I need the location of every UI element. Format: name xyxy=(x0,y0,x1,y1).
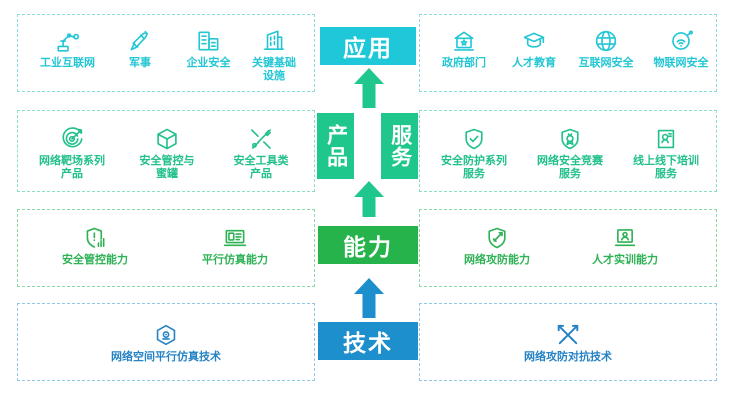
cell-label: 企业安全 xyxy=(186,57,231,69)
cell-capability-0[interactable]: 安全管控能力 xyxy=(50,225,140,267)
globe-icon xyxy=(593,28,619,54)
cell-label: 网络攻防能力 xyxy=(464,254,530,266)
layer-capability-right-box xyxy=(419,209,717,287)
target-icon xyxy=(59,126,85,152)
graduation-cap-icon xyxy=(521,28,547,54)
shield-check-icon xyxy=(461,126,487,152)
stage-box-product[interactable]: 产品 xyxy=(317,113,354,179)
cell-label: 互联网安全 xyxy=(578,57,634,69)
arrow-capability-to-product xyxy=(353,181,385,217)
stage-box-application[interactable]: 应用 xyxy=(320,27,416,65)
cell-application-6[interactable]: 互联网安全 xyxy=(570,28,642,70)
cell-capability-1[interactable]: 平行仿真能力 xyxy=(190,225,280,267)
arrow-product-to-application xyxy=(353,68,385,108)
tools-icon xyxy=(248,126,274,152)
cell-label: 安全管控与 蜜罐 xyxy=(139,155,195,180)
cell-label: 网络靶场系列 产品 xyxy=(39,155,105,180)
cube-eye-icon xyxy=(153,322,179,348)
cell-label: 网络空间平行仿真技术 xyxy=(111,351,221,363)
cell-technology-0[interactable]: 网络空间平行仿真技术 xyxy=(96,322,236,364)
shield-sword-icon xyxy=(484,225,510,251)
layer-application-left-box xyxy=(17,14,315,92)
cell-product-0[interactable]: 网络靶场系列 产品 xyxy=(30,126,114,181)
cell-label: 网络攻防对抗技术 xyxy=(524,351,612,363)
infrastructure-icon xyxy=(261,28,287,54)
office-building-icon xyxy=(196,28,222,54)
cell-label: 安全工具类 产品 xyxy=(233,155,289,180)
cell-label: 工业互联网 xyxy=(40,57,95,69)
cell-label: 网络安全竞赛 服务 xyxy=(537,155,603,180)
stage-label: 技术 xyxy=(343,330,393,356)
layer-application-right-box xyxy=(419,14,717,92)
cell-capability-3[interactable]: 人才实训能力 xyxy=(580,225,670,267)
cell-product-1[interactable]: 安全管控与 蜜罐 xyxy=(128,126,206,181)
crossed-swords-icon xyxy=(555,322,581,348)
cell-technology-1[interactable]: 网络攻防对抗技术 xyxy=(498,322,638,364)
cell-application-5[interactable]: 人才教育 xyxy=(502,28,566,70)
cell-application-3[interactable]: 关键基础 设施 xyxy=(243,28,305,83)
cell-label: 安全防护系列 服务 xyxy=(441,155,507,180)
stage-box-service[interactable]: 服务 xyxy=(381,113,418,179)
shield-alert-chart-icon xyxy=(82,225,108,251)
cell-application-0[interactable]: 工业互联网 xyxy=(30,28,105,70)
person-screen-icon xyxy=(612,225,638,251)
stage-box-capability[interactable]: 能力 xyxy=(318,226,418,264)
cell-label: 军事 xyxy=(129,57,151,69)
stage-box-technology[interactable]: 技术 xyxy=(318,322,418,360)
medal-shield-icon xyxy=(557,126,583,152)
stage-label: 产品 xyxy=(324,124,348,168)
layer-technology-left-box xyxy=(17,303,315,381)
cell-service-1[interactable]: 网络安全竞赛 服务 xyxy=(528,126,612,181)
layer-product-left-box xyxy=(17,110,315,192)
cell-capability-2[interactable]: 网络攻防能力 xyxy=(452,225,542,267)
layer-capability-left-box xyxy=(17,209,315,287)
arrow-technology-to-capability xyxy=(353,278,385,318)
cell-label: 平行仿真能力 xyxy=(202,254,268,266)
cell-service-0[interactable]: 安全防护系列 服务 xyxy=(432,126,516,181)
cell-label: 线上线下培训 服务 xyxy=(633,155,699,180)
cell-label: 政府部门 xyxy=(442,57,486,69)
cell-product-2[interactable]: 安全工具类 产品 xyxy=(222,126,300,181)
stage-label: 服务 xyxy=(388,124,412,168)
cell-label: 人才实训能力 xyxy=(592,254,658,266)
cell-label: 关键基础 设施 xyxy=(252,57,296,82)
cube-icon xyxy=(154,126,180,152)
cell-application-2[interactable]: 企业安全 xyxy=(176,28,241,70)
missile-icon xyxy=(127,28,153,54)
cell-application-1[interactable]: 军事 xyxy=(110,28,170,70)
robot-arm-icon xyxy=(55,28,81,54)
government-icon xyxy=(451,28,477,54)
layer-service-right-box xyxy=(419,110,717,192)
training-doc-icon xyxy=(653,126,679,152)
iot-wifi-icon xyxy=(668,28,694,54)
cell-label: 人才教育 xyxy=(512,57,556,69)
cell-label: 物联网安全 xyxy=(653,57,709,69)
layer-technology-right-box xyxy=(419,303,717,381)
cell-service-2[interactable]: 线上线下培训 服务 xyxy=(624,126,708,181)
cell-application-4[interactable]: 政府部门 xyxy=(432,28,496,70)
stage-label: 能力 xyxy=(343,234,393,260)
laptop-simulation-icon xyxy=(222,225,248,251)
cell-application-7[interactable]: 物联网安全 xyxy=(645,28,717,70)
cell-label: 安全管控能力 xyxy=(62,254,128,266)
stage-label: 应用 xyxy=(343,35,393,61)
